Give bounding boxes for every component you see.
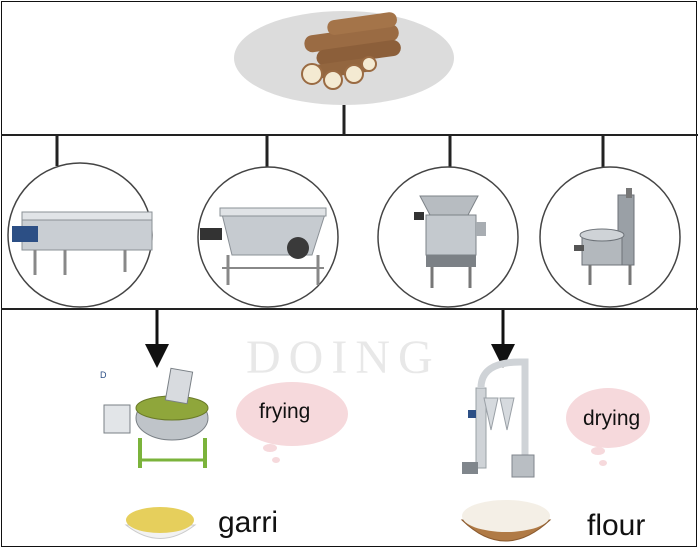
grinder-machine-circle <box>377 166 519 308</box>
svg-text:D: D <box>100 370 107 380</box>
dewatering-machine-circle <box>539 166 681 308</box>
watermark-text: DOING <box>246 331 441 384</box>
frying-label: frying <box>259 400 311 423</box>
dryer-machine <box>462 358 535 478</box>
drying-label: drying <box>583 407 641 430</box>
drying-cloud <box>566 388 650 466</box>
peeling-machine-circle <box>197 166 339 308</box>
frying-cloud <box>236 382 348 463</box>
fryer-machine: D <box>100 367 209 468</box>
garri-label: garri <box>218 506 279 539</box>
bottom-divider <box>1 308 698 310</box>
washing-machine-circle <box>7 162 153 308</box>
top-divider <box>1 134 698 136</box>
flour-bowl-picture <box>460 500 552 542</box>
garri-bowl-picture <box>124 507 197 539</box>
flour-label: flour <box>587 509 646 542</box>
cassava-root-picture <box>234 11 454 105</box>
